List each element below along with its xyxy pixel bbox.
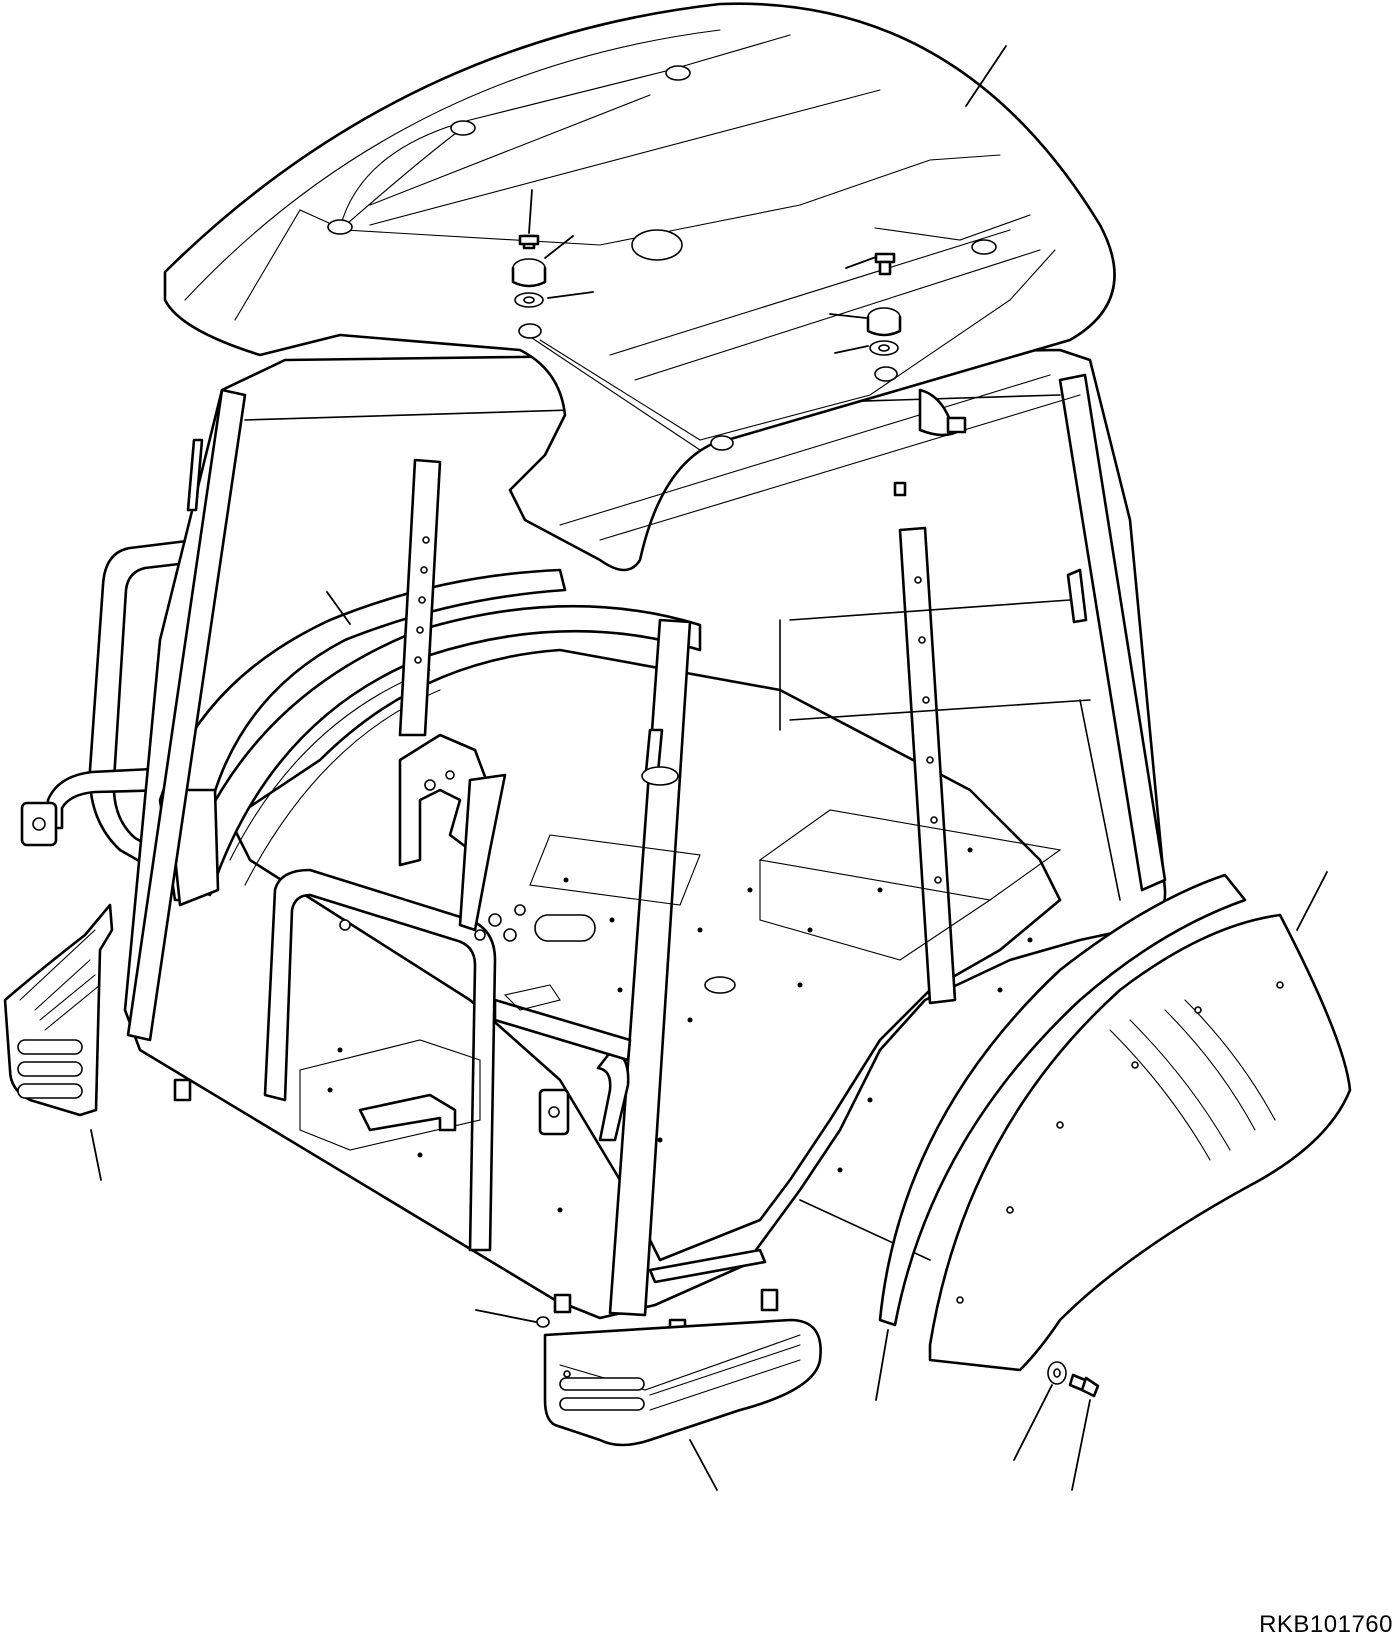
drawing-reference-code: RKB101760 — [1259, 1611, 1393, 1638]
cab-frame — [123, 348, 1167, 1342]
cab-roof — [163, 2, 1116, 572]
leader-damper-left — [544, 235, 574, 259]
side-panel-right — [878, 873, 1352, 1372]
callout-leaders — [90, 45, 1328, 1491]
roof-mount-right — [866, 252, 902, 356]
side-panel-bolt — [1068, 1373, 1100, 1398]
leader-damper-right — [829, 313, 867, 319]
leader-step-cover-front — [689, 1439, 718, 1491]
leader-cab-frame — [326, 591, 351, 625]
leader-step-cover-left — [90, 1129, 102, 1181]
leader-roof — [965, 45, 1007, 107]
step-cover-left — [3, 903, 114, 1117]
frame-nut — [536, 1316, 550, 1328]
leader-frame-nut — [475, 1309, 537, 1323]
leader-roof-bolt-left — [528, 189, 533, 234]
step-cover-front — [543, 1318, 822, 1447]
leader-washer-left — [547, 291, 594, 299]
leader-side-panel — [1296, 871, 1328, 931]
leader-edge-trim — [875, 1329, 889, 1401]
leader-roof-bolt-right — [845, 256, 877, 269]
leader-side-panel-bolt — [1071, 1399, 1091, 1491]
roof-mount-left — [511, 234, 547, 308]
leader-washer-right — [834, 345, 869, 354]
side-panel-washer — [1047, 1361, 1067, 1385]
leader-side-panel-washer — [1013, 1384, 1053, 1461]
